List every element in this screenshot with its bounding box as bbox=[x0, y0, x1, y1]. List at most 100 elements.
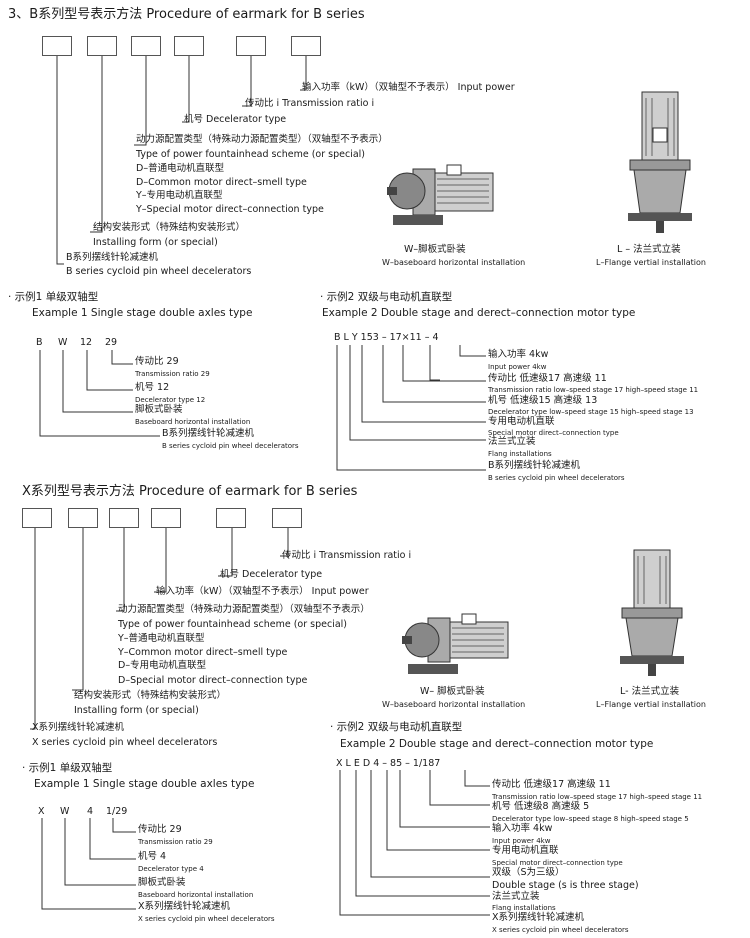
x-ex2-double-cn: 双级（S为三级） bbox=[492, 867, 565, 878]
x-install-en: Installing form (or special) bbox=[74, 705, 199, 716]
b-section-title: 3、B系列型号表示方法 Procedure of earmark for B s… bbox=[8, 7, 365, 22]
b-w-label-cn: W–脚板式卧装 bbox=[404, 244, 466, 255]
x-code-box-2 bbox=[68, 508, 98, 528]
x-l-label-en: L–Flange vertial installation bbox=[596, 700, 706, 709]
b-power-d-en: D–Common motor direct–smell type bbox=[136, 177, 307, 188]
b-install-en: Installing form (or special) bbox=[93, 237, 218, 248]
b-ex2-motor-en: Special motor direct–connection type bbox=[488, 429, 619, 437]
x-ex1-series-en: X series cycloid pin wheel decelerators bbox=[138, 915, 275, 923]
x-decel-label: 机号 Decelerator type bbox=[220, 569, 323, 580]
b-power-y-cn: Y–专用电动机直联型 bbox=[136, 190, 223, 201]
b-power-type-cn: 动力源配置类型（特殊动力源配置类型）（双轴型不予表示） bbox=[136, 134, 388, 145]
b-install-cn: 结构安装形式（特殊结构安装形式） bbox=[93, 222, 246, 233]
x-series-cn: X系列摆线针轮减速机 bbox=[32, 722, 125, 733]
x-ex1-title-cn: · 示例1 单级双轴型 bbox=[22, 762, 113, 774]
b-ex2-ratio-cn: 传动比 低速级17 高速级 11 bbox=[488, 373, 607, 384]
x-ex1-title-en: Example 1 Single stage double axles type bbox=[34, 778, 255, 790]
x-power-d-en: D–Special motor direct–connection type bbox=[118, 675, 308, 686]
b-ex2-flange-en: Flang installations bbox=[488, 450, 552, 458]
b-ex1-base-en: Baseboard horizontal installation bbox=[135, 418, 251, 426]
x-power-type-en: Type of power fountainhead scheme (or sp… bbox=[118, 619, 347, 630]
b-ex1-code-1: B bbox=[36, 337, 43, 348]
b-ex1-ratio-en: Transmission ratio 29 bbox=[135, 370, 210, 378]
b-ex2-power-cn: 输入功率 4kw bbox=[488, 349, 549, 360]
b-ex1-decel-en: Decelerator type 12 bbox=[135, 396, 206, 404]
x-w-label-cn: W– 脚板式卧装 bbox=[420, 686, 485, 697]
b-ex2-decel-en: Decelerator type low–speed stage 15 high… bbox=[488, 408, 694, 416]
b-power-type-en: Type of power fountainhead scheme (or sp… bbox=[136, 149, 365, 160]
x-ex1-code-3: 4 bbox=[87, 806, 94, 817]
x-series-en: X series cycloid pin wheel decelerators bbox=[32, 737, 218, 748]
b-input-power-label: 输入功率（kW）（双轴型不予表示） Input power bbox=[302, 82, 515, 93]
b-ex2-decel-cn: 机号 低速级15 高速级 13 bbox=[488, 395, 598, 406]
x-ex2-code: X L E D 4 – 85 – 1/187 bbox=[336, 758, 441, 769]
x-ex1-base-cn: 脚板式卧装 bbox=[138, 877, 186, 888]
x-l-label-cn: L- 法兰式立装 bbox=[620, 686, 680, 697]
b-ex1-base-cn: 脚板式卧装 bbox=[135, 404, 183, 415]
b-ratio-label: 传动比 i Transmission ratio i bbox=[245, 98, 375, 109]
horizontal-reducer-image bbox=[387, 164, 494, 225]
x-input-power-label: 输入功率（kW）（双轴型不予表示） Input power bbox=[156, 586, 369, 597]
b-code-box-6 bbox=[291, 36, 321, 56]
b-l-label-cn: L – 法兰式立装 bbox=[617, 244, 681, 255]
b-decel-label: 机号 Decelerator type bbox=[184, 114, 287, 125]
b-code-box-1 bbox=[42, 36, 72, 56]
x-ex1-code-2: W bbox=[60, 806, 70, 817]
x-ex1-code-4: 1/29 bbox=[106, 806, 128, 817]
b-ex1-series-en: B series cycloid pin wheel decelerators bbox=[162, 442, 299, 450]
b-w-label-en: W–baseboard horizontal installation bbox=[382, 258, 526, 267]
x-ex2-series-cn: X系列摆线针轮减速机 bbox=[492, 912, 585, 923]
x-code-box-6 bbox=[272, 508, 302, 528]
x-ex1-series-cn: X系列摆线针轮减速机 bbox=[138, 901, 231, 912]
x-section-title: X系列型号表示方法 Procedure of earmark for B ser… bbox=[22, 484, 358, 499]
x-ex2-title-en: Example 2 Double stage and derect–connec… bbox=[340, 738, 654, 750]
b-ex2-title-en: Example 2 Double stage and derect–connec… bbox=[322, 307, 636, 319]
x-ex1-code-1: X bbox=[38, 806, 45, 817]
b-ex2-title-cn: · 示例2 双级与电动机直联型 bbox=[320, 291, 453, 303]
b-ex2-ratio-en: Transmission ratio low–speed stage 17 hi… bbox=[488, 386, 699, 394]
x-power-type-cn: 动力源配置类型（特殊动力源配置类型）（双轴型不予表示） bbox=[118, 604, 370, 615]
x-ex1-decel-cn: 机号 4 bbox=[138, 851, 167, 862]
x-install-cn: 结构安装形式（特殊结构安装形式） bbox=[74, 690, 227, 701]
x-code-box-4 bbox=[151, 508, 181, 528]
x-power-d-cn: D–专用电动机直联型 bbox=[118, 660, 207, 671]
b-ex1-code-3: 12 bbox=[80, 337, 93, 348]
b-l-label-en: L–Flange vertial installation bbox=[596, 258, 706, 267]
b-code-box-2 bbox=[87, 36, 117, 56]
b-ex2-series-cn: B系列摆线针轮减速机 bbox=[488, 460, 581, 471]
x-ex2-power-en: Input power 4kw bbox=[492, 837, 551, 845]
x-ex2-motor-en: Special motor direct–connection type bbox=[492, 859, 623, 867]
b-ex1-series-cn: B系列摆线针轮减速机 bbox=[162, 428, 255, 439]
horizontal-reducer-image-x bbox=[402, 613, 509, 674]
b-ex2-flange-cn: 法兰式立装 bbox=[488, 436, 536, 447]
b-ex2-motor-cn: 专用电动机直联 bbox=[488, 416, 555, 427]
x-ex2-motor-cn: 专用电动机直联 bbox=[492, 845, 559, 856]
x-ex2-flange-cn: 法兰式立装 bbox=[492, 891, 540, 902]
x-ex2-title-cn: · 示例2 双级与电动机直联型 bbox=[330, 721, 463, 733]
b-ex2-code: B L Y 153 – 17×11 – 4 bbox=[334, 332, 439, 343]
x-ex2-series-en: X series cycloid pin wheel decelerators bbox=[492, 926, 629, 934]
b-ex2-power-en: Input power 4kw bbox=[488, 363, 547, 371]
b-code-box-5 bbox=[236, 36, 266, 56]
b-ex2-series-en: B series cycloid pin wheel decelerators bbox=[488, 474, 625, 482]
x-ex2-ratio-cn: 传动比 低速级17 高速级 11 bbox=[492, 779, 611, 790]
b-code-box-3 bbox=[131, 36, 161, 56]
x-power-y-cn: Y–普通电动机直联型 bbox=[118, 633, 205, 644]
x-power-y-en: Y–Common motor direct–smell type bbox=[118, 647, 288, 658]
x-w-label-en: W–baseboard horizontal installation bbox=[382, 700, 526, 709]
b-ex1-title-en: Example 1 Single stage double axles type bbox=[32, 307, 253, 319]
b-code-box-4 bbox=[174, 36, 204, 56]
b-series-cn: B系列摆线针轮减速机 bbox=[66, 252, 159, 263]
b-series-en: B series cycloid pin wheel decelerators bbox=[66, 266, 252, 277]
b-ex1-code-2: W bbox=[58, 337, 68, 348]
x-ex2-decel-cn: 机号 低速级8 高速级 5 bbox=[492, 801, 590, 812]
x-ex2-double-en: Double stage (s is three stage) bbox=[492, 880, 639, 891]
x-code-box-5 bbox=[216, 508, 246, 528]
x-ex1-ratio-en: Transmission ratio 29 bbox=[138, 838, 213, 846]
x-code-box-1 bbox=[22, 508, 52, 528]
x-ex2-ratio-en: Transmission ratio low–speed stage 17 hi… bbox=[492, 793, 703, 801]
vertical-reducer-image-x bbox=[620, 549, 684, 676]
vertical-reducer-image bbox=[628, 91, 692, 233]
x-ratio-label: 传动比 i Transmission ratio i bbox=[282, 550, 412, 561]
